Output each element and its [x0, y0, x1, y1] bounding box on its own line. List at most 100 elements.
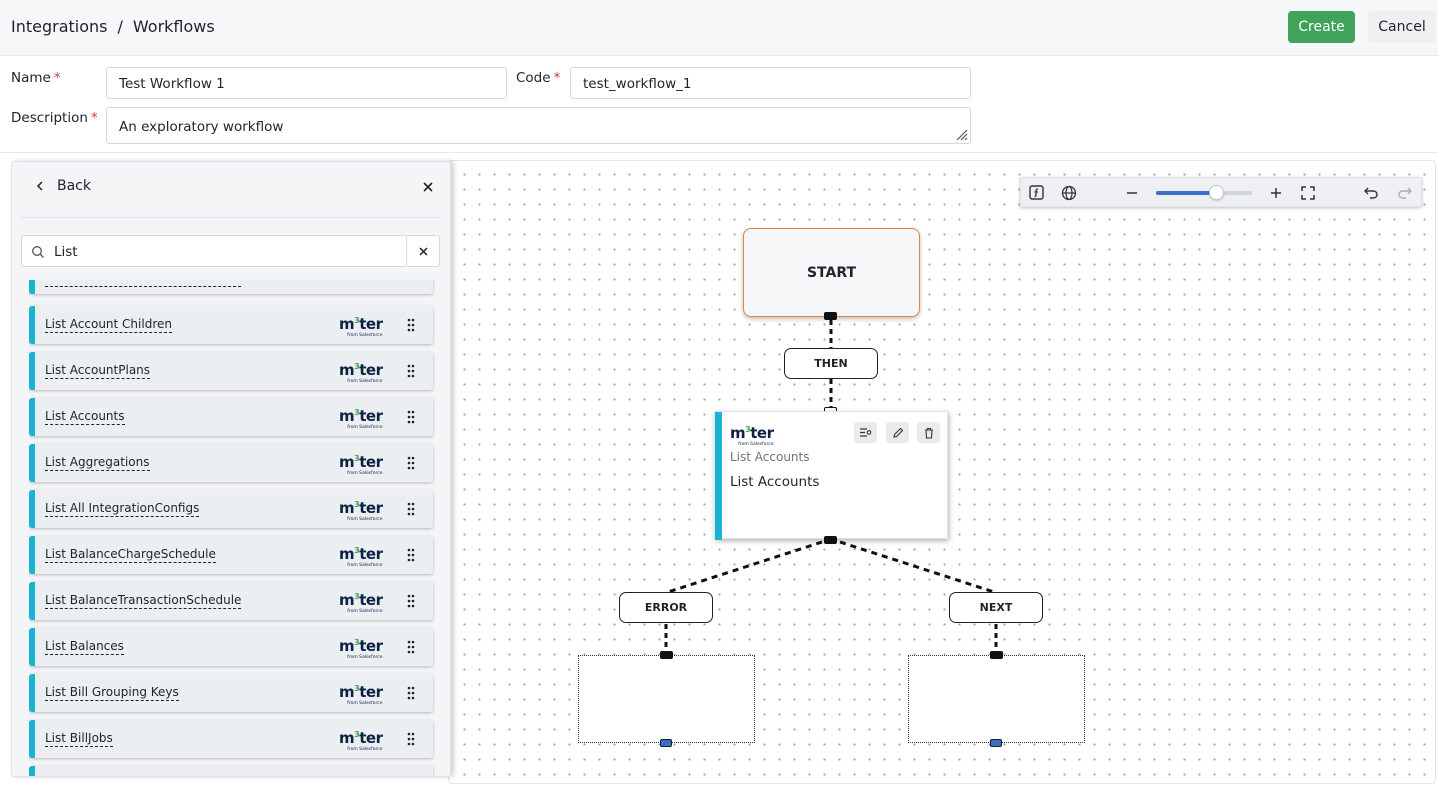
breadcrumb-integrations[interactable]: Integrations: [11, 17, 108, 36]
name-field[interactable]: Test Workflow 1: [106, 67, 507, 99]
search-input[interactable]: List: [21, 235, 407, 267]
list-item-label: List AccountPlans: [45, 363, 151, 379]
action-node-accent: [715, 412, 722, 540]
resize-handle-icon[interactable]: [954, 127, 968, 141]
error-edge-label[interactable]: ERROR: [619, 592, 713, 623]
create-button[interactable]: Create: [1288, 11, 1355, 43]
list-item-accent: [29, 306, 35, 344]
search-clear-button[interactable]: [407, 235, 440, 267]
action-output-port[interactable]: [824, 536, 837, 544]
form-divider: [0, 152, 1438, 153]
action-node[interactable]: m3ter from Salesforce List Accounts List…: [714, 411, 948, 540]
list-item-accent: [29, 674, 35, 712]
search-icon: [32, 246, 44, 258]
code-value: test_workflow_1: [583, 76, 692, 92]
list-item-accent: [29, 490, 35, 528]
list-item-label: List Account Children: [45, 317, 172, 333]
list-item-partial-top[interactable]: [29, 280, 433, 294]
drag-handle-icon[interactable]: [407, 456, 415, 470]
list-item-accent: [29, 536, 35, 574]
drag-handle-icon[interactable]: [407, 732, 415, 746]
list-item-accent: [29, 720, 35, 758]
then-edge-label[interactable]: THEN: [784, 348, 878, 379]
action-delete-button[interactable]: [917, 422, 940, 443]
zoom-slider[interactable]: [1156, 185, 1252, 200]
fullscreen-icon[interactable]: [1299, 184, 1316, 201]
drag-handle-icon[interactable]: [407, 686, 415, 700]
start-output-port[interactable]: [824, 312, 837, 320]
description-value: An exploratory workflow: [119, 119, 284, 135]
clear-icon: [418, 246, 428, 256]
drag-handle-icon[interactable]: [407, 364, 415, 378]
chevron-left-icon: [36, 181, 43, 191]
zoom-slider-fill: [1156, 191, 1216, 195]
list-item-accent: [29, 444, 35, 482]
next-drop-zone[interactable]: [908, 655, 1085, 743]
drag-handle-icon[interactable]: [407, 640, 415, 654]
name-label: Name*: [11, 70, 61, 86]
undo-icon[interactable]: [1363, 184, 1380, 201]
panel-close-button[interactable]: [422, 178, 434, 197]
zoom-in-icon[interactable]: [1267, 184, 1284, 201]
zoom-slider-knob[interactable]: [1208, 185, 1224, 200]
list-item-label: List Aggregations: [45, 455, 150, 471]
error-drop-input-port[interactable]: [660, 651, 673, 659]
redo-icon[interactable]: [1396, 184, 1413, 201]
error-drop-output-port[interactable]: [660, 739, 672, 747]
next-edge-label[interactable]: NEXT: [949, 592, 1043, 623]
next-drop-output-port[interactable]: [990, 739, 1002, 747]
description-field[interactable]: An exploratory workflow: [106, 107, 971, 144]
panel-divider: [20, 217, 440, 218]
drag-handle-icon[interactable]: [407, 594, 415, 608]
breadcrumb-workflows: Workflows: [132, 17, 215, 36]
list-item-label: List BalanceTransactionSchedule: [45, 593, 242, 609]
then-label-text: THEN: [814, 357, 848, 370]
cancel-button[interactable]: Cancel: [1368, 11, 1436, 43]
list-item-label: List Accounts: [45, 409, 125, 425]
description-label: Description*: [11, 110, 98, 126]
function-icon[interactable]: [1028, 184, 1045, 201]
error-drop-zone[interactable]: [578, 655, 755, 743]
code-field[interactable]: test_workflow_1: [570, 67, 971, 99]
breadcrumb-separator: /: [117, 17, 123, 36]
code-label: Code*: [516, 70, 560, 86]
drag-handle-icon[interactable]: [407, 548, 415, 562]
next-drop-input-port[interactable]: [990, 651, 1003, 659]
action-node-subtitle: List Accounts: [730, 450, 810, 464]
list-item-label: List BalanceChargeSchedule: [45, 547, 216, 563]
back-label: Back: [57, 178, 91, 194]
action-settings-button[interactable]: [854, 422, 877, 443]
search-value: List: [54, 244, 78, 260]
back-button[interactable]: Back: [36, 178, 91, 194]
drag-handle-icon[interactable]: [407, 318, 415, 332]
list-item-partial-bottom[interactable]: [29, 766, 433, 776]
start-node[interactable]: START: [743, 228, 920, 317]
drag-handle-icon[interactable]: [407, 410, 415, 424]
canvas-toolbar: [1020, 177, 1422, 207]
action-edit-button[interactable]: [886, 422, 909, 443]
globe-icon[interactable]: [1060, 184, 1077, 201]
breadcrumb: Integrations / Workflows: [11, 17, 215, 36]
code-label-text: Code: [516, 70, 551, 86]
drag-handle-icon[interactable]: [407, 502, 415, 516]
zoom-out-icon[interactable]: [1123, 184, 1140, 201]
name-value: Test Workflow 1: [119, 76, 225, 92]
error-label-text: ERROR: [644, 601, 688, 614]
